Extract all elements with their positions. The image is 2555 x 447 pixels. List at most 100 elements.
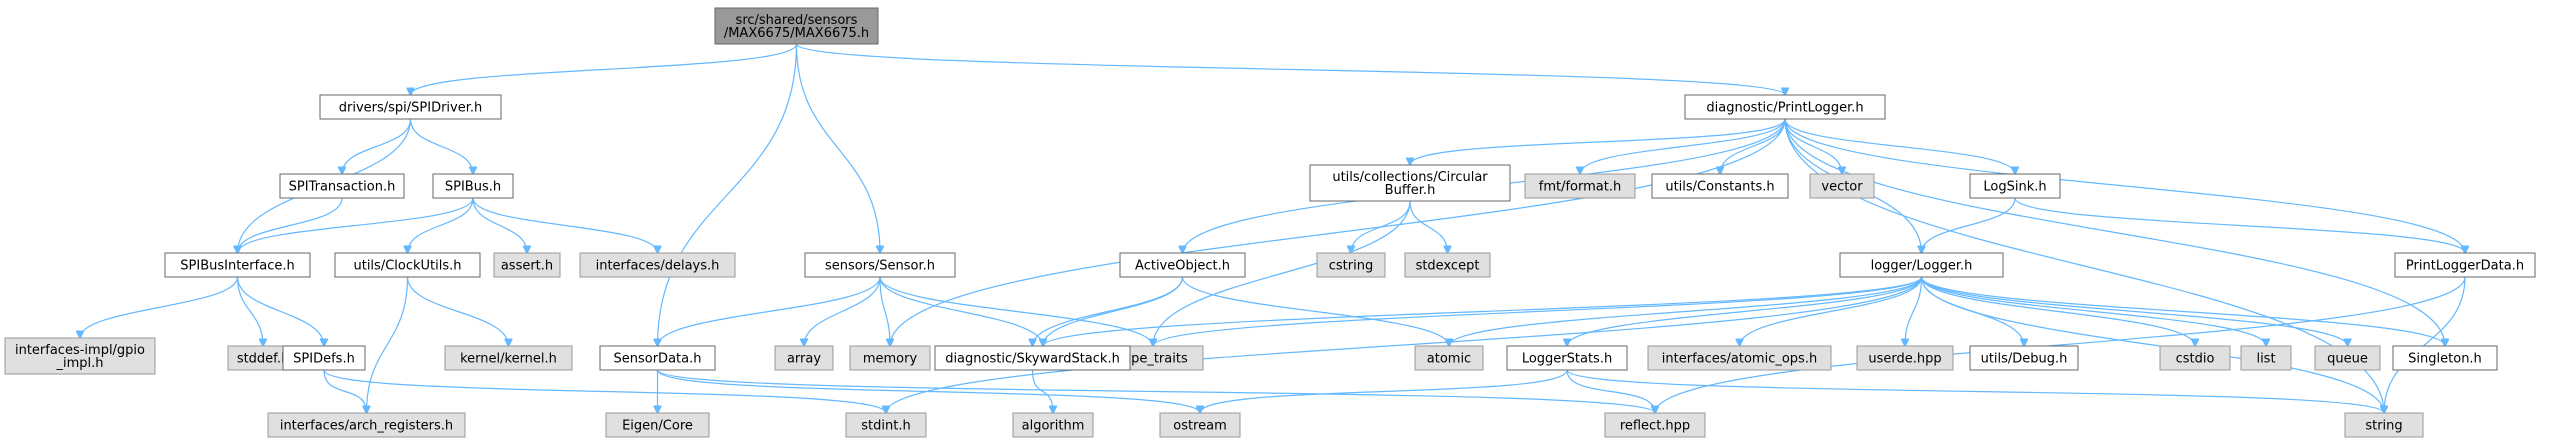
- node-box-eigen: [605, 412, 710, 438]
- node-label-atomic: atomic: [1427, 352, 1471, 367]
- node-label-atomicops: interfaces/atomic_ops.h: [1662, 352, 1817, 367]
- edge-logger-to-singleton: [1920, 276, 2446, 346]
- node-activeobject[interactable]: ActiveObject.h: [1119, 252, 1246, 278]
- edge-logger-to-queue: [1920, 276, 2348, 346]
- node-clockutils[interactable]: utils/ClockUtils.h: [334, 252, 481, 278]
- node-label-algorithm: algorithm: [1022, 419, 1085, 434]
- node-label-max6675: src/shared/sensors: [736, 13, 858, 28]
- node-box-spibusinterface: [164, 252, 311, 278]
- node-label-printloggerdata: PrintLoggerData.h: [2406, 259, 2524, 274]
- node-box-fmt: [1524, 173, 1636, 199]
- node-box-logsink: [1969, 173, 2061, 199]
- edge-logger-to-userde: [1905, 276, 1923, 346]
- node-box-singleton: [2392, 345, 2498, 371]
- node-label-logger: logger/Logger.h: [1871, 259, 1973, 274]
- node-label-cstdio: cstdio: [2176, 352, 2215, 367]
- edge-clockutils-to-archreg: [367, 276, 409, 413]
- node-label-gpioimpl: interfaces-impl/gpio: [15, 343, 145, 358]
- node-box-spitransaction: [279, 173, 405, 199]
- node-label-ostream: ostream: [1173, 419, 1227, 434]
- node-printloggerdata[interactable]: PrintLoggerData.h: [2394, 252, 2536, 278]
- node-archreg: interfaces/arch_registers.h: [267, 412, 466, 438]
- edge-sensor-to-memory: [879, 276, 890, 346]
- edge-printlogger-to-vector: [1784, 118, 1842, 174]
- edge-spibusinterface-to-spidefs: [236, 276, 325, 346]
- node-logsink[interactable]: LogSink.h: [1969, 173, 2061, 199]
- node-label-string: string: [2365, 419, 2402, 434]
- node-spidriver[interactable]: drivers/spi/SPIDriver.h: [319, 94, 502, 120]
- edge-logger-to-string: [1920, 276, 2385, 413]
- node-loggerstats[interactable]: LoggerStats.h: [1506, 345, 1628, 371]
- node-label-stddef: stddef.h: [237, 352, 289, 367]
- node-box-cstring: [1316, 252, 1386, 278]
- node-sensordata[interactable]: SensorData.h: [599, 345, 716, 371]
- node-box-clockutils: [334, 252, 481, 278]
- edge-activeobject-to-miosix: [1043, 276, 1184, 346]
- node-label-fmt: fmt/format.h: [1539, 180, 1621, 195]
- node-label-skyward: diagnostic/SkywardStack.h: [945, 352, 1120, 367]
- node-box-logger: [1839, 252, 2004, 278]
- node-label-singleton: Singleton.h: [2408, 352, 2482, 367]
- edge-activeobject-to-atomic: [1181, 276, 1450, 346]
- node-box-delays: [579, 252, 736, 278]
- node-spibus[interactable]: SPIBus.h: [432, 173, 514, 199]
- node-delays: interfaces/delays.h: [579, 252, 736, 278]
- node-box-gpioimpl: [4, 337, 156, 375]
- node-max6675[interactable]: src/shared/sensors/MAX6675/MAX6675.h: [714, 7, 879, 45]
- node-box-list: [2240, 345, 2292, 371]
- nodes-layer: src/shared/sensors/MAX6675/MAX6675.h driv…: [4, 7, 2536, 438]
- node-printlogger[interactable]: diagnostic/PrintLogger.h: [1684, 94, 1886, 120]
- node-userde: userde.hpp: [1856, 345, 1954, 371]
- node-spidefs[interactable]: SPIDefs.h: [282, 345, 366, 371]
- node-spitransaction[interactable]: SPITransaction.h: [279, 173, 405, 199]
- node-label-loggerstats: LoggerStats.h: [1522, 352, 1612, 367]
- node-label-archreg: interfaces/arch_registers.h: [280, 419, 453, 434]
- edge-logger-to-typetraits: [1153, 276, 1923, 346]
- node-sensor[interactable]: sensors/Sensor.h: [804, 252, 956, 278]
- edge-logsink-to-logger: [1922, 197, 2016, 253]
- node-box-kernel: [444, 345, 573, 371]
- node-skyward[interactable]: diagnostic/SkywardStack.h: [934, 345, 1131, 371]
- node-box-stdexcept: [1404, 252, 1491, 278]
- node-label-circbuf: Buffer.h: [1385, 183, 1436, 198]
- node-label-printlogger: diagnostic/PrintLogger.h: [1706, 101, 1863, 116]
- edge-sensor-to-sensordata: [658, 276, 881, 346]
- node-constants[interactable]: utils/Constants.h: [1651, 173, 1789, 199]
- node-gpioimpl: interfaces-impl/gpio_impl.h: [4, 337, 156, 375]
- node-label-vector: vector: [1821, 180, 1863, 195]
- node-eigen: Eigen/Core: [605, 412, 710, 438]
- node-singleton[interactable]: Singleton.h: [2392, 345, 2498, 371]
- edge-printlogger-to-circbuf: [1410, 118, 1786, 165]
- node-queue: queue: [2314, 345, 2381, 371]
- node-label-typetraits: type_traits: [1118, 352, 1188, 367]
- node-box-constants: [1651, 173, 1789, 199]
- node-label-memory: memory: [863, 352, 918, 367]
- node-label-delays: interfaces/delays.h: [596, 259, 720, 274]
- node-logger[interactable]: logger/Logger.h: [1839, 252, 2004, 278]
- node-label-spidefs: SPIDefs.h: [293, 352, 355, 367]
- node-memory: memory: [849, 345, 931, 371]
- edge-sensordata-to-reflect: [656, 369, 1656, 413]
- edge-spidefs-to-stdint: [323, 369, 886, 413]
- node-label-max6675: /MAX6675/MAX6675.h: [724, 26, 869, 41]
- node-label-gpioimpl: _impl.h: [55, 356, 103, 371]
- node-fmt: fmt/format.h: [1524, 173, 1636, 199]
- edge-logger-to-miosix: [1043, 276, 1923, 346]
- node-box-array: [774, 345, 834, 371]
- node-array: array: [774, 345, 834, 371]
- node-kernel: kernel/kernel.h: [444, 345, 573, 371]
- node-list: list: [2240, 345, 2292, 371]
- edge-loggerstats-to-string: [1566, 369, 2384, 413]
- node-spibusinterface[interactable]: SPIBusInterface.h: [164, 252, 311, 278]
- node-vector: vector: [1809, 173, 1875, 199]
- node-box-printlogger: [1684, 94, 1886, 120]
- node-label-kernel: kernel/kernel.h: [460, 352, 557, 367]
- node-label-userde: userde.hpp: [1868, 352, 1941, 367]
- node-label-reflect: reflect.hpp: [1620, 419, 1690, 434]
- edge-max6675-to-spidriver: [411, 43, 798, 95]
- node-label-logsink: LogSink.h: [1983, 180, 2046, 195]
- edge-spibusinterface-to-gpioimpl: [80, 276, 239, 338]
- node-debug[interactable]: utils/Debug.h: [1969, 345, 2079, 371]
